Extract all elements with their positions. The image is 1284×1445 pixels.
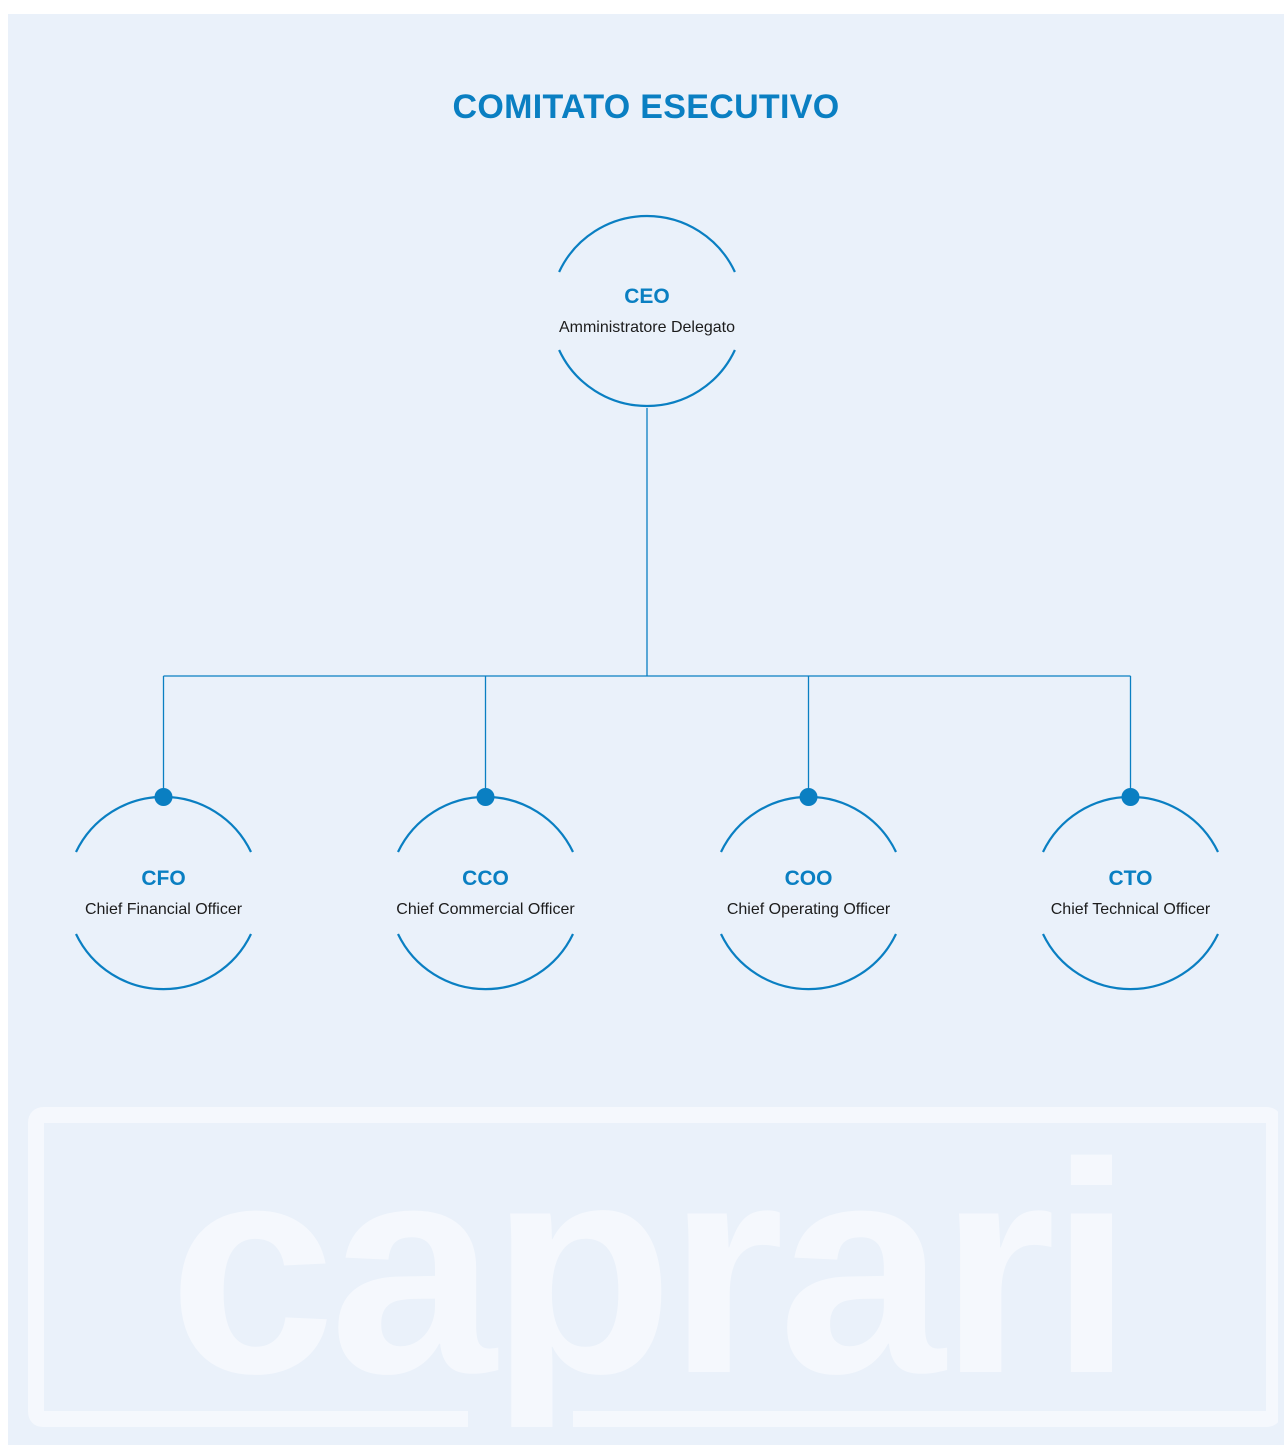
cto-abbreviation: CTO — [1108, 867, 1153, 890]
cto-role: Chief Technical Officer — [1050, 901, 1211, 918]
watermark-text: caprari — [169, 1107, 1128, 1427]
coo-circle-bottom-arc — [720, 933, 897, 991]
caprari-watermark-logo: caprari — [28, 1107, 1278, 1427]
cfo-role: Chief Financial Officer — [84, 901, 243, 918]
coo-connector-dot — [799, 788, 818, 806]
ceo-role: Amministratore Delegato — [558, 319, 736, 336]
cco-role: Chief Commercial Officer — [396, 901, 575, 918]
cfo-abbreviation: CFO — [141, 867, 186, 890]
cco-abbreviation: CCO — [462, 867, 509, 890]
cto-node: CTO Chief Technical Officer — [1001, 866, 1261, 922]
ceo-circle-bottom-arc — [558, 349, 736, 407]
ceo-node: CEO Amministratore Delegato — [517, 284, 777, 340]
page-title: COMITATO ESECUTIVO — [452, 88, 840, 126]
cco-node: CCO Chief Commercial Officer — [356, 866, 616, 922]
cfo-circle-bottom-arc — [75, 933, 252, 991]
org-chart-svg — [75, 215, 1219, 991]
cco-connector-dot — [476, 788, 495, 806]
cfo-node: CFO Chief Financial Officer — [34, 866, 294, 922]
coo-abbreviation: COO — [784, 867, 833, 890]
org-chart-canvas: caprari COMITATO ESECUTIVO — [8, 14, 1284, 1445]
cto-circle-bottom-arc — [1042, 933, 1219, 991]
coo-role: Chief Operating Officer — [726, 901, 891, 918]
ceo-circle-top-arc — [558, 215, 736, 273]
cco-circle-bottom-arc — [397, 933, 574, 991]
ceo-abbreviation: CEO — [624, 285, 670, 308]
watermark-frame — [28, 1107, 1278, 1427]
cfo-connector-dot — [154, 788, 173, 806]
coo-node: COO Chief Operating Officer — [679, 866, 939, 922]
cto-connector-dot — [1121, 788, 1140, 806]
